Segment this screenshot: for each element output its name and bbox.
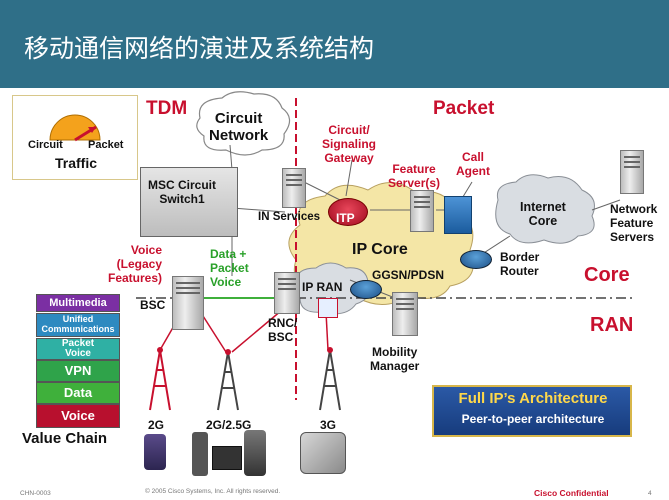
architecture-title: Full IP’s Architecture <box>458 390 608 407</box>
smartphone-3g-icon <box>300 432 346 474</box>
traffic-gauge-icon <box>49 114 101 142</box>
tdm-zone-label: TDM <box>146 98 188 119</box>
cell-tower-3g-icon <box>319 347 341 411</box>
value-chain-vpn: VPN <box>36 360 120 382</box>
value-chain-packet-voice: Packet Voice <box>36 338 120 360</box>
itp-router-icon <box>328 198 368 226</box>
architecture-box <box>432 385 632 437</box>
itp-label: ITP <box>336 211 355 225</box>
slide-title: 移动通信网络的演进及系统结构 <box>24 34 375 63</box>
ran-zone-label: RAN <box>590 314 634 336</box>
traffic-right-label: Packet <box>88 139 124 151</box>
ip-ran-label: IP RAN <box>302 280 343 294</box>
rnc-label: RNC/ BSC <box>268 316 298 344</box>
cell-tower-25g-icon <box>217 349 239 411</box>
value-chain-data: Data <box>36 382 120 404</box>
generation-25g-label: 2G/2.5G <box>206 418 252 432</box>
core-zone-label: Core <box>584 264 630 286</box>
border-router-label: Border Router <box>500 250 540 278</box>
feature-server-label: Feature Server(s) <box>388 162 441 190</box>
mobility-manager-label: Mobility Manager <box>370 345 420 373</box>
ggsn-router-icon <box>350 280 382 299</box>
circuit-network-label: Circuit Network <box>209 110 269 144</box>
call-agent-label: Call Agent <box>456 150 490 178</box>
generation-2g-label: 2G <box>148 418 165 432</box>
architecture-subtitle: Peer-to-peer architecture <box>461 412 605 426</box>
value-chain-caption: Value Chain <box>22 430 108 447</box>
footer-code: CHN-0003 <box>20 490 51 497</box>
msc-switch-label: MSC Circuit Switch1 <box>148 178 217 206</box>
mobility-manager-server-icon <box>392 292 418 336</box>
voice-legacy-label: Voice (Legacy Features) <box>108 243 163 285</box>
footer-copyright: © 2005 Cisco Systems, Inc. All rights re… <box>145 488 281 495</box>
network-feature-server-icon <box>620 150 644 194</box>
in-services-label: IN Services <box>258 211 321 223</box>
footer-confidential: Cisco Confidential <box>534 488 609 498</box>
generation-3g-label: 3G <box>320 418 337 432</box>
ip-core-label: IP Core <box>352 241 408 258</box>
pda-icon <box>244 430 266 476</box>
feature-server-icon <box>410 190 434 232</box>
border-router-icon <box>460 250 492 269</box>
call-agent-switch-icon <box>444 196 472 234</box>
title-bar <box>0 0 669 88</box>
value-chain-voice: Voice <box>36 404 120 428</box>
flip-phone-icon <box>144 434 166 470</box>
data-packet-voice-label: Data + Packet Voice <box>210 247 249 289</box>
rnc-server-icon <box>274 272 300 314</box>
signaling-gateway-label: Circuit/ Signaling Gateway <box>322 123 376 165</box>
traffic-left-label: Circuit <box>28 139 63 151</box>
ip-ran-router-icon <box>318 298 338 318</box>
network-feature-servers-label: Network Feature Servers <box>610 202 658 244</box>
ggsn-label: GGSN/PDSN <box>372 268 445 282</box>
internet-core-label: Internet Core <box>520 200 566 228</box>
bsc-server-icon <box>172 276 204 330</box>
msc-switch-box <box>140 167 238 237</box>
feature-phone-icon <box>192 432 208 476</box>
traffic-caption: Traffic <box>55 155 98 171</box>
footer-page-number: 4 <box>648 490 652 497</box>
value-chain-unified-communications: Unified Communications <box>36 313 120 337</box>
value-chain-multimedia: Multimedia <box>36 294 120 312</box>
packet-zone-label: Packet <box>433 98 495 119</box>
in-services-server-icon <box>282 168 306 208</box>
bsc-label: BSC <box>140 298 166 312</box>
laptop-icon <box>212 446 242 470</box>
traffic-box <box>12 95 138 180</box>
cell-tower-2g-icon <box>149 347 171 411</box>
